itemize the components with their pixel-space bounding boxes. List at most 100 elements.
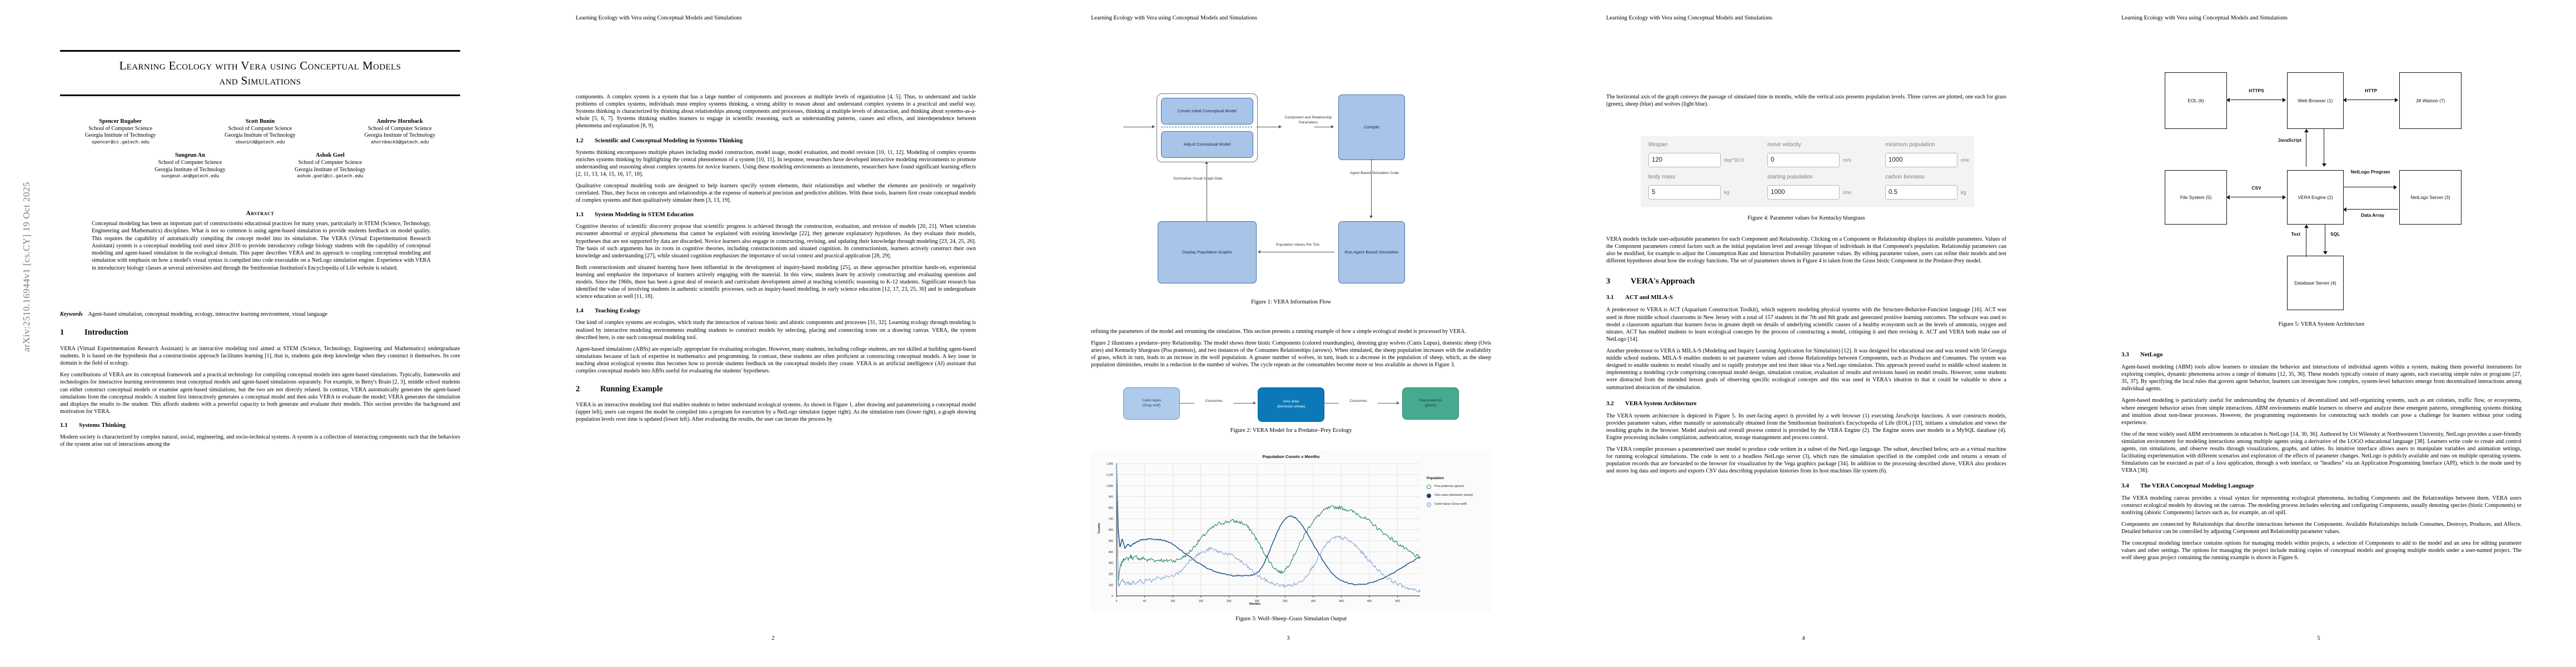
section-title: Running Example	[600, 385, 663, 394]
running-head: Learning Ecology with Vera using Concept…	[576, 15, 743, 21]
paragraph: Components are connected by Relationship…	[2121, 521, 2522, 535]
section-title: VERA's Approach	[1631, 277, 1695, 286]
figure-2: Canis lupus (Gray wolf) Consumes Ovis ar…	[1091, 387, 1491, 437]
subsection-number: 3.4	[2121, 482, 2129, 489]
param-label-move-velocity: move velocity	[1767, 142, 1801, 148]
svg-text:0: 0	[1116, 600, 1118, 603]
param-unit-starting-population: one	[1843, 190, 1852, 195]
page-number: 2	[771, 635, 775, 641]
figure2-node-poa-pratensis: Poa pratensis (grass)	[1402, 387, 1459, 420]
paragraph: The VERA compiler processes a parameteri…	[1606, 446, 2006, 475]
paragraph: Both constructionism and situated learni…	[576, 264, 976, 300]
svg-text:200: 200	[1109, 573, 1114, 576]
svg-text:100: 100	[1170, 600, 1175, 603]
subsection-title: Teaching Ecology	[595, 307, 641, 315]
page-4-intro: The horizontal axis of the graph conveys…	[1606, 93, 2006, 112]
figure5-box-vera-engine: VERA Engine (2)	[2287, 170, 2344, 225]
figure5-arrowhead-http-right	[2395, 98, 2398, 102]
figure5-box-database-server: Database Server (4)	[2287, 256, 2344, 310]
figure5-edge-http	[2347, 99, 2395, 101]
section-heading-3: 3 VERA's Approach	[1606, 277, 2006, 286]
figure2-node-name: Ovis aries	[1283, 400, 1299, 404]
figure-1: Create Initial Conceptual Model Adjust C…	[1091, 78, 1491, 317]
param-input-lifespan[interactable]: 120	[1648, 153, 1721, 167]
subsection-title: ACT and MILA-S	[1625, 294, 1673, 301]
figure5-box-jill-watson: Jill Watson (7)	[2399, 72, 2462, 129]
paragraph: The VERA modeling canvas provides a visu…	[2121, 495, 2522, 516]
section-number: 1	[60, 328, 64, 337]
figure5-edge-label-https: HTTPS	[2249, 88, 2264, 93]
paper-title-line-1: Learning Ecology with Vera using Concept…	[119, 58, 401, 72]
param-input-starting-population[interactable]: 1000	[1767, 185, 1840, 200]
author-org: Georgia Institute of Technology	[364, 132, 436, 139]
title-rule-bottom	[60, 94, 460, 96]
param-input-body-mass[interactable]: 5	[1648, 185, 1721, 200]
figure5-arrowhead-netlogo-program	[2394, 185, 2397, 190]
author-entry: Sungeun An School of Computer Science Ge…	[129, 152, 251, 179]
abstract-text: Conceptual modeling has been an importan…	[92, 221, 431, 271]
author-entry: Scott Bunin School of Computer Science G…	[200, 118, 320, 145]
figure2-node-sub: (domestic sheep)	[1277, 405, 1306, 409]
legend-label-sheep: Ovis aries (domestic sheep)	[1434, 494, 1473, 497]
figure5-box-file-system: File System (5)	[2165, 170, 2227, 225]
author-email: spencer@cc.gatech.edu	[91, 139, 150, 145]
author-name: Ashok Goel	[316, 152, 345, 159]
svg-text:1,200: 1,200	[1106, 462, 1113, 466]
chart-y-axis-label: Counts	[1098, 522, 1101, 534]
author-entry: Spencer Rugaber School of Computer Scien…	[60, 118, 181, 145]
figure-3-caption: Figure 3: Wolf–Sheep–Grass Simulation Ou…	[1235, 616, 1347, 622]
subsection-number: 1.3	[576, 211, 584, 218]
paragraph: VERA is an interactive modeling tool tha…	[576, 402, 976, 423]
paragraph: A predecessor to VERA is ACT (Aquarium C…	[1606, 307, 2006, 342]
figure5-edge-https	[2230, 99, 2283, 101]
param-input-carbon-biomass[interactable]: 0.5	[1885, 185, 1957, 200]
figure1-box-run-agent-based-simulation: Run Agent Based Simulation	[1338, 221, 1405, 283]
keywords-label: Keywords	[60, 311, 83, 317]
figure5-arrowhead-http-left	[2343, 98, 2346, 102]
subsection-number: 1.1	[60, 421, 68, 429]
subsection-title: System Modeling in STEM Education	[595, 211, 694, 218]
figure5-arrowhead-sql	[2323, 251, 2328, 255]
param-input-minimum-population[interactable]: 1000	[1885, 153, 1957, 167]
chart-plot-area: 01002003004005006007008009001,0001,1001,…	[1106, 462, 1421, 603]
figure2-arrowhead-1	[1253, 401, 1256, 405]
figure1-arrowhead-summative	[1205, 161, 1208, 164]
paragraph: The horizontal axis of the graph conveys…	[1606, 94, 2006, 108]
page-title: Learning Ecology with Vera using Concept…	[60, 58, 460, 89]
svg-text:400: 400	[1339, 600, 1344, 603]
paragraph: Agent-based simulations (ABSs) are espec…	[576, 346, 976, 375]
author-row-2: Sungeun An School of Computer Science Ge…	[60, 152, 460, 179]
legend-label-grass: Poa pratensis (grass)	[1434, 485, 1464, 488]
figure5-arrowhead-javascript-up	[2304, 129, 2309, 132]
figure1-arrowhead-entry	[1152, 125, 1155, 128]
paragraph: VERA models include user-adjustable para…	[1606, 236, 2006, 265]
subsection-title: VERA System Architecture	[1625, 400, 1697, 407]
author-email: ashok.goel@cc.gatech.edu	[297, 173, 363, 179]
figure-4-caption: Figure 4: Parameter values for Kentucky …	[1747, 215, 1865, 221]
figure2-node-name: Canis lupus	[1142, 399, 1162, 403]
figure5-arrowhead-https-right	[2283, 98, 2286, 102]
figure-1-caption: Figure 1: VERA Information Flow	[1250, 299, 1332, 305]
param-input-move-velocity[interactable]: 0	[1767, 153, 1840, 167]
figure2-node-name: Poa pratensis	[1419, 399, 1442, 403]
paragraph: The conceptual modeling interface contai…	[2121, 540, 2522, 561]
figure-5: EOL (6) Web Browser (1) Jill Watson (7) …	[2121, 67, 2522, 345]
section-number: 3	[1606, 277, 1611, 286]
figure5-edge-data-array	[2347, 209, 2398, 210]
figure-5-caption: Figure 5: VERA System Architecture	[2278, 321, 2365, 327]
arxiv-stamp: arXiv:2510.16944v1 [cs.CY] 19 Oct 2025	[21, 181, 32, 352]
author-name: Scott Bunin	[245, 118, 275, 125]
author-email: ahornback6@gatech.edu	[371, 139, 429, 145]
paper-title-line-2: and Simulations	[219, 73, 301, 87]
paragraph: The VERA system architecture is depicted…	[1606, 412, 2006, 441]
paragraph: Agent-based modeling is particularly use…	[2121, 397, 2522, 426]
page-3: Learning Ecology with Vera using Concept…	[1030, 0, 1546, 667]
author-entry: Andrew Hornback School of Computer Scien…	[340, 118, 460, 145]
figure2-edge-label-consumes-2: Consumes	[1339, 399, 1378, 404]
svg-text:600: 600	[1109, 529, 1114, 532]
figure5-edge-label-csv: CSV	[2251, 185, 2261, 191]
